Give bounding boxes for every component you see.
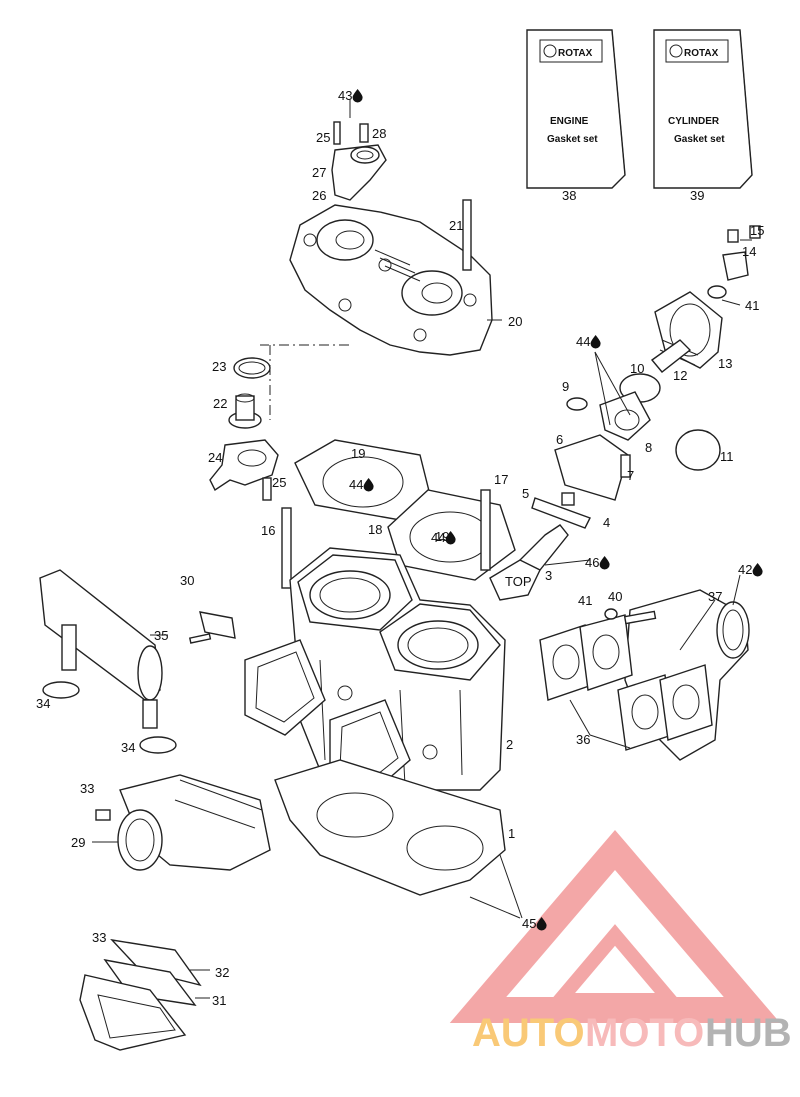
part-label-34b: 34 xyxy=(121,740,135,755)
leader-lines xyxy=(92,100,752,999)
rave-valve-assembly: TOP xyxy=(489,225,761,601)
part-label-27: 27 xyxy=(312,165,326,180)
part-label-10: 10 xyxy=(630,361,644,376)
part-label-33b: 33 xyxy=(92,930,106,945)
engine-book-brand: ROTAX xyxy=(558,48,593,59)
rave-top-mark: TOP xyxy=(505,574,532,589)
oil-drop-icon xyxy=(599,556,610,570)
cylinder-book-number: 39 xyxy=(690,188,704,203)
cylinder-head xyxy=(289,199,493,356)
part-label-23: 23 xyxy=(212,359,226,374)
part-label-11: 11 xyxy=(720,449,734,464)
part-label-9: 9 xyxy=(562,379,569,394)
part-label-43: 43 xyxy=(338,88,352,103)
part-label-24: 24 xyxy=(208,450,222,465)
part-label-45: 45 xyxy=(522,916,536,931)
cylinder-book-subtitle: Gasket set xyxy=(674,134,725,145)
stud-17 xyxy=(480,489,491,571)
part-label-42: 42 xyxy=(738,562,752,577)
reed-valve-stack xyxy=(79,938,202,1051)
carburetor-adaptor xyxy=(95,774,271,871)
oil-drop-icon xyxy=(445,531,456,545)
part-label-31: 31 xyxy=(212,993,226,1008)
part-label-4: 4 xyxy=(603,515,610,530)
part-label-25b: 25 xyxy=(272,475,286,490)
part-label-35: 35 xyxy=(154,628,168,643)
exhaust-manifold xyxy=(539,589,750,761)
part-label-18: 18 xyxy=(368,522,382,537)
oil-drop-icon xyxy=(752,563,763,577)
part-label-34a: 34 xyxy=(36,696,50,711)
watermark-text-auto: AUTO xyxy=(472,1011,585,1055)
part-label-44b: 44 xyxy=(349,477,363,492)
part-label-36: 36 xyxy=(576,732,590,747)
crankcase-gasket xyxy=(274,759,506,896)
part-label-13: 13 xyxy=(718,356,732,371)
part-label-44c: 44 xyxy=(431,530,445,545)
part-label-28: 28 xyxy=(372,126,386,141)
part-label-1: 1 xyxy=(508,826,515,841)
part-label-32: 32 xyxy=(215,965,229,980)
oil-drop-icon xyxy=(352,89,363,103)
part-label-20: 20 xyxy=(508,314,522,329)
part-label-5: 5 xyxy=(522,486,529,501)
part-label-40: 40 xyxy=(608,589,622,604)
part-label-17: 17 xyxy=(494,472,508,487)
watermark-text-hub: HUB xyxy=(705,1011,792,1055)
oil-drop-icon xyxy=(590,335,601,349)
part-label-44a: 44 xyxy=(576,334,590,349)
part-label-12: 12 xyxy=(673,368,687,383)
cylinder-block xyxy=(244,547,506,796)
cylinder-gasket-set-book: ROTAX CYLINDER Gasket set 39 xyxy=(653,29,753,203)
part-label-8: 8 xyxy=(645,440,652,455)
oil-drop-icon xyxy=(363,478,374,492)
part-label-2: 2 xyxy=(506,737,513,752)
part-label-25a: 25 xyxy=(316,130,330,145)
cylinder-book-title: CYLINDER xyxy=(668,116,720,127)
cylinder-book-brand: ROTAX xyxy=(684,48,719,59)
part-label-15: 15 xyxy=(750,223,764,238)
part-label-3: 3 xyxy=(545,568,552,583)
stud-16 xyxy=(281,507,292,589)
part-label-7: 7 xyxy=(627,468,634,483)
engine-book-title: ENGINE xyxy=(550,116,589,127)
part-label-19a: 19 xyxy=(351,446,365,461)
intake-tube xyxy=(39,569,236,754)
part-label-30: 30 xyxy=(180,573,194,588)
part-label-29: 29 xyxy=(71,835,85,850)
engine-book-number: 38 xyxy=(562,188,576,203)
water-outlet-elbow xyxy=(331,121,387,201)
part-label-16: 16 xyxy=(261,523,275,538)
part-label-41b: 41 xyxy=(578,593,592,608)
watermark-logo: AUTO MOTO HUB xyxy=(449,830,792,1055)
part-label-14: 14 xyxy=(742,244,756,259)
part-label-26: 26 xyxy=(312,188,326,203)
oil-drop-icon xyxy=(536,917,547,931)
part-label-22: 22 xyxy=(213,396,227,411)
part-label-21: 21 xyxy=(449,218,463,233)
engine-gasket-set-book: ROTAX ENGINE Gasket set 38 xyxy=(526,29,626,203)
part-label-37: 37 xyxy=(708,589,722,604)
watermark-text-moto: MOTO xyxy=(585,1011,704,1055)
thermostat-group xyxy=(209,357,279,501)
part-label-33a: 33 xyxy=(80,781,94,796)
part-label-41a: 41 xyxy=(745,298,759,313)
engine-book-subtitle: Gasket set xyxy=(547,134,598,145)
part-label-6: 6 xyxy=(556,432,563,447)
part-label-46: 46 xyxy=(585,555,599,570)
